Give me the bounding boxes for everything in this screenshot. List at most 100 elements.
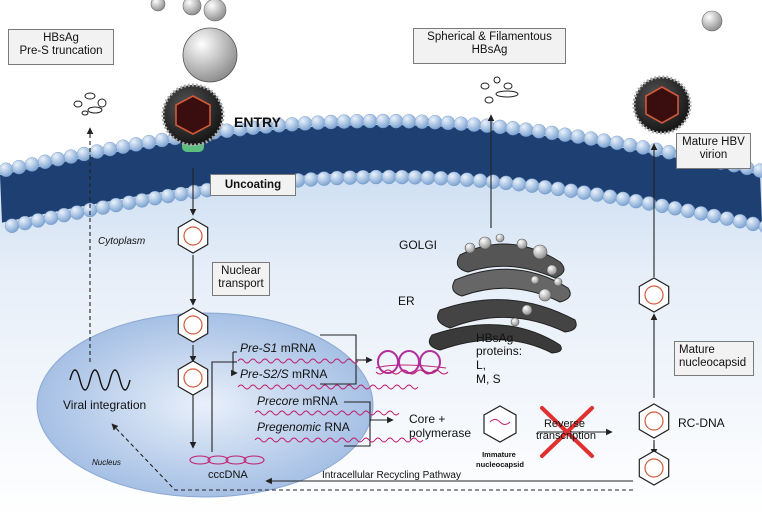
precore-mrna-label: Precore mRNA: [257, 394, 338, 408]
lipid-head: [420, 170, 436, 185]
mature-virion-particle: [632, 10, 723, 135]
mature-virion-line1: Mature HBV: [682, 136, 745, 148]
lipid-head: [323, 114, 339, 130]
lipid-head: [17, 215, 33, 231]
lipid-head: [492, 119, 508, 135]
lipid-head: [316, 171, 332, 186]
lipid-head: [362, 113, 378, 129]
mrna-wave: [254, 437, 424, 443]
lipid-head: [570, 129, 586, 144]
lipid-head: [427, 115, 443, 130]
pre-s2s-mrna-label: Pre-S2/S mRNA: [240, 367, 327, 381]
lipid-head: [440, 115, 456, 131]
lipid-head: [648, 142, 664, 158]
lipid-head: [563, 183, 579, 198]
nuclear-transport-line2: transport: [218, 278, 264, 290]
reverse-transcription-label: Reverse transcription: [536, 418, 596, 442]
lipid-head: [544, 125, 560, 141]
incoming-virus-particles: [150, 0, 238, 83]
spherical-hbsag-box: Spherical & Filamentous HBsAg: [413, 28, 566, 64]
lipid-head: [30, 213, 46, 228]
lipid-head: [342, 170, 358, 185]
lipid-head: [531, 124, 547, 139]
uncoating-box: Uncoating: [210, 174, 296, 196]
golgi-er-organelle: [428, 233, 577, 354]
lipid-head: [0, 162, 14, 177]
immature-nucleocapsid-icon: [483, 405, 517, 443]
capsid-genome-ring: [644, 458, 664, 478]
lipid-head: [50, 151, 66, 167]
lipid-head: [459, 172, 475, 187]
lipid-head: [680, 203, 696, 219]
capsid-hexagon: [177, 360, 209, 396]
lipid-head: [394, 169, 410, 185]
lipid-head: [589, 187, 605, 202]
lipid-head: [550, 181, 566, 197]
lipid-head: [388, 113, 404, 129]
lipid-head: [336, 114, 352, 129]
capsid-hexagon: [638, 403, 670, 439]
cytoplasm-label: Cytoplasm: [98, 236, 145, 247]
lipid-head: [355, 170, 371, 185]
lipid-head: [69, 205, 85, 220]
lipid-head: [310, 115, 326, 130]
lipid-head: [414, 114, 430, 129]
lipid-head: [173, 186, 189, 202]
lipid-head: [654, 198, 670, 214]
uncoating-label: Uncoating: [224, 179, 282, 191]
lipid-head: [537, 180, 553, 195]
golgi-label: GOLGI: [399, 238, 437, 252]
lipid-head: [667, 201, 683, 216]
mrna-waves: [237, 358, 424, 443]
lipid-head: [297, 116, 313, 131]
nuclear-transport-line1: Nuclear: [221, 265, 261, 277]
lipid-head: [635, 140, 651, 155]
cccdna-circles: [189, 455, 265, 465]
lipid-head: [518, 122, 534, 137]
lipid-head: [466, 117, 482, 132]
lipid-head: [453, 116, 469, 131]
lipid-head: [758, 220, 762, 233]
lipid-head: [128, 137, 144, 152]
capsid-genome-ring: [183, 315, 203, 335]
capsid-hexagon: [638, 277, 670, 313]
recycling-pathway-label: Intracellular Recycling Pathway: [322, 470, 461, 481]
mature-virion-line2: virion: [699, 149, 728, 161]
core-polymerase-label: Core + polymerase: [409, 412, 471, 440]
blocked-cross: [540, 406, 594, 458]
lipid-head: [375, 113, 391, 129]
lipid-head: [661, 145, 677, 160]
lipid-head: [511, 177, 527, 192]
hbsag-truncation-box: HBsAg Pre-S truncation: [8, 29, 114, 65]
lipid-head: [147, 190, 163, 206]
lipid-head: [622, 137, 638, 153]
immature-nucleocapsid-label: Immature nucleocapsid: [476, 450, 524, 469]
capsid-hexagon: [177, 307, 209, 343]
lipid-head: [446, 171, 462, 187]
capsid-genome-ring: [644, 285, 664, 305]
dashed-arrows: [86, 127, 633, 491]
mature-virion-box: Mature HBV virion: [676, 133, 751, 169]
hbsag-truncation-line2: Pre-S truncation: [19, 45, 103, 57]
lipid-head: [479, 118, 495, 133]
lipid-head: [433, 171, 449, 186]
pregenomic-rna-label: Pregenomic RNA: [257, 420, 350, 434]
lipid-head: [524, 178, 540, 193]
mrna-wave: [237, 358, 359, 364]
lipid-head: [24, 157, 40, 172]
nucleus-label: Nucleus: [92, 458, 121, 467]
rc-dna-label: RC-DNA: [678, 416, 725, 430]
entry-label: ENTRY: [234, 114, 282, 130]
mature-nucleocapsid-line2: nucleocapsid: [679, 357, 747, 369]
lipid-head: [37, 154, 53, 169]
pathway-arrows: [189, 114, 658, 485]
lipid-head: [609, 135, 625, 151]
lipid-head: [401, 114, 417, 129]
lipid-head: [4, 218, 20, 233]
viral-integration-label: Viral integration: [63, 398, 146, 412]
lipid-head: [498, 175, 514, 191]
lipid-head: [95, 200, 111, 215]
lipid-head: [485, 174, 501, 189]
